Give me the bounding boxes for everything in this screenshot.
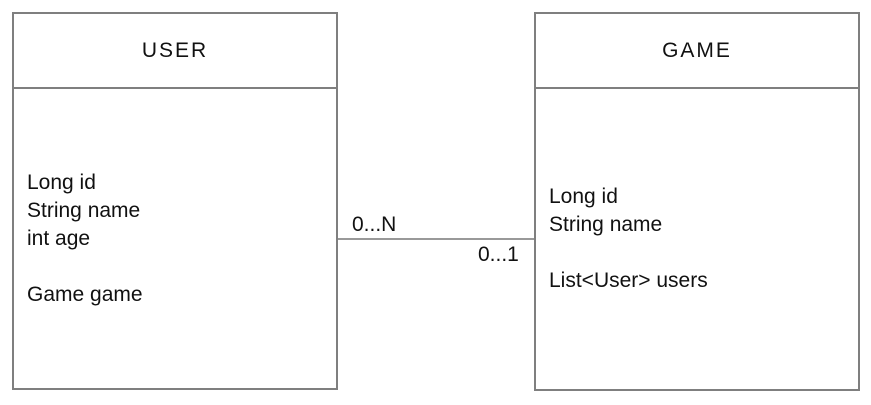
entity-user-attributes: Long id String name int age Game game: [14, 89, 336, 388]
relationship-connector-line: [338, 238, 534, 240]
attribute-line: Long id: [549, 185, 618, 208]
multiplicity-label-target: 0...1: [478, 243, 519, 266]
entity-user-title: USER: [14, 14, 336, 89]
attribute-line: int age: [27, 226, 91, 250]
attribute-line: List<User> users: [549, 269, 708, 292]
attribute-spacer: [549, 239, 852, 267]
entity-game-attributes: Long id String name List<User> users: [536, 89, 858, 389]
entity-game-title: GAME: [536, 14, 858, 89]
attribute-line: String name: [27, 198, 141, 222]
attribute-line: String name: [549, 213, 663, 236]
entity-user: USER Long id String name int age Game ga…: [12, 12, 338, 390]
attribute-line: Game game: [27, 282, 143, 306]
attribute-spacer: [27, 253, 330, 281]
entity-game: GAME Long id String name List<User> user…: [534, 12, 860, 391]
attribute-line: Long id: [27, 170, 96, 194]
multiplicity-label-source: 0...N: [352, 213, 397, 236]
